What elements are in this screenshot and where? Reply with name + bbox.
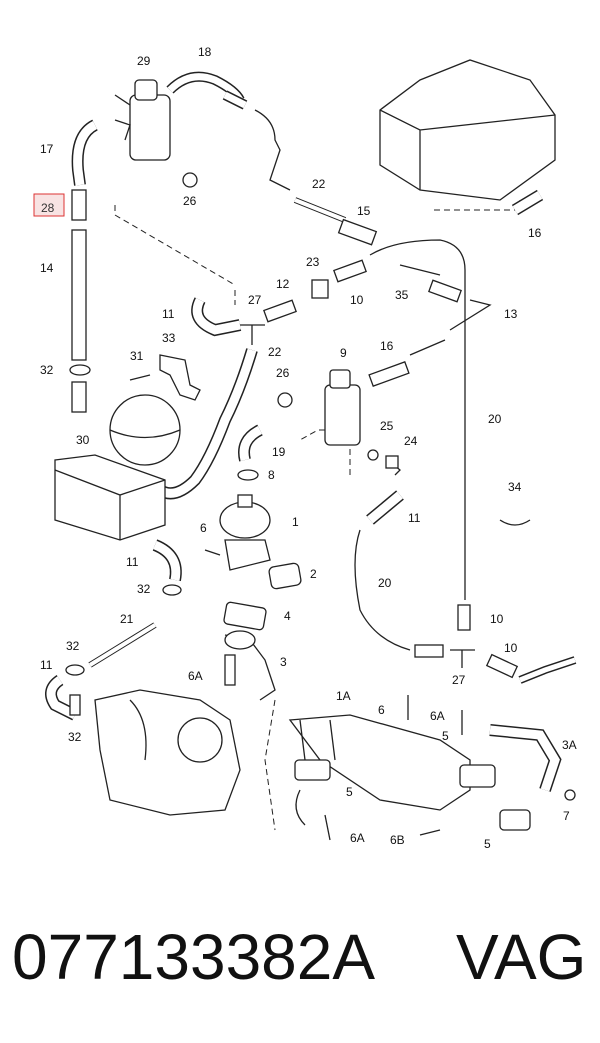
callout-16: 16 [528, 226, 542, 240]
callout-10: 10 [350, 293, 364, 307]
callout-5: 5 [484, 837, 491, 851]
callout-2: 2 [310, 567, 317, 581]
callout-30: 30 [76, 433, 90, 447]
callout-26: 26 [276, 366, 290, 380]
callout-23: 23 [306, 255, 320, 269]
callout-17: 17 [40, 142, 54, 156]
callout-22: 22 [268, 345, 282, 359]
callout-14: 14 [40, 261, 54, 275]
callout-13: 13 [504, 307, 518, 321]
callout-11: 11 [40, 658, 53, 672]
callout-5: 5 [442, 729, 449, 743]
callout-6A: 6A [430, 709, 445, 723]
callout-11: 11 [126, 555, 139, 569]
callout-10: 10 [490, 612, 504, 626]
callout-20: 20 [488, 412, 502, 426]
callout-7: 7 [563, 809, 570, 823]
callout-11: 11 [408, 511, 421, 525]
callout-20: 20 [378, 576, 392, 590]
exploded-parts-diagram: 2918172628221516142312103527111322333132… [33, 45, 577, 851]
callout-4: 4 [284, 609, 291, 623]
callout-1A: 1A [336, 689, 351, 703]
callout-28: 28 [41, 201, 55, 215]
callout-32: 32 [66, 639, 80, 653]
callout-6: 6 [200, 521, 207, 535]
callout-24: 24 [404, 434, 418, 448]
callout-32: 32 [137, 582, 151, 596]
callout-27: 27 [452, 673, 466, 687]
callout-5: 5 [346, 785, 353, 799]
callout-1: 1 [292, 515, 299, 529]
callout-11: 11 [162, 307, 175, 321]
callout-31: 31 [130, 349, 144, 363]
callout-12: 12 [276, 277, 290, 291]
callout-6: 6 [378, 703, 385, 717]
callout-3A: 3A [562, 738, 577, 752]
callout-27: 27 [248, 293, 262, 307]
callout-32: 32 [40, 363, 54, 377]
callout-28-highlight [33, 193, 65, 217]
callout-8: 8 [268, 468, 275, 482]
callout-3: 3 [280, 655, 287, 669]
callout-6A: 6A [188, 669, 203, 683]
brand-name: VAG [456, 921, 587, 993]
callout-29: 29 [137, 54, 151, 68]
callout-18: 18 [198, 45, 212, 59]
callout-19: 19 [272, 445, 286, 459]
callout-10: 10 [504, 641, 518, 655]
callout-32: 32 [68, 730, 82, 744]
callout-6A: 6A [350, 831, 365, 845]
callout-34: 34 [508, 480, 522, 494]
callout-26: 26 [183, 194, 197, 208]
callout-33: 33 [162, 331, 176, 345]
callout-9: 9 [340, 346, 347, 360]
callout-35: 35 [395, 288, 409, 302]
callout-6B: 6B [390, 833, 405, 847]
callout-21: 21 [120, 612, 134, 626]
callout-25: 25 [380, 419, 394, 433]
callout-16: 16 [380, 339, 394, 353]
callout-15: 15 [357, 204, 371, 218]
part-number: 077133382A [12, 921, 376, 993]
callout-22: 22 [312, 177, 326, 191]
